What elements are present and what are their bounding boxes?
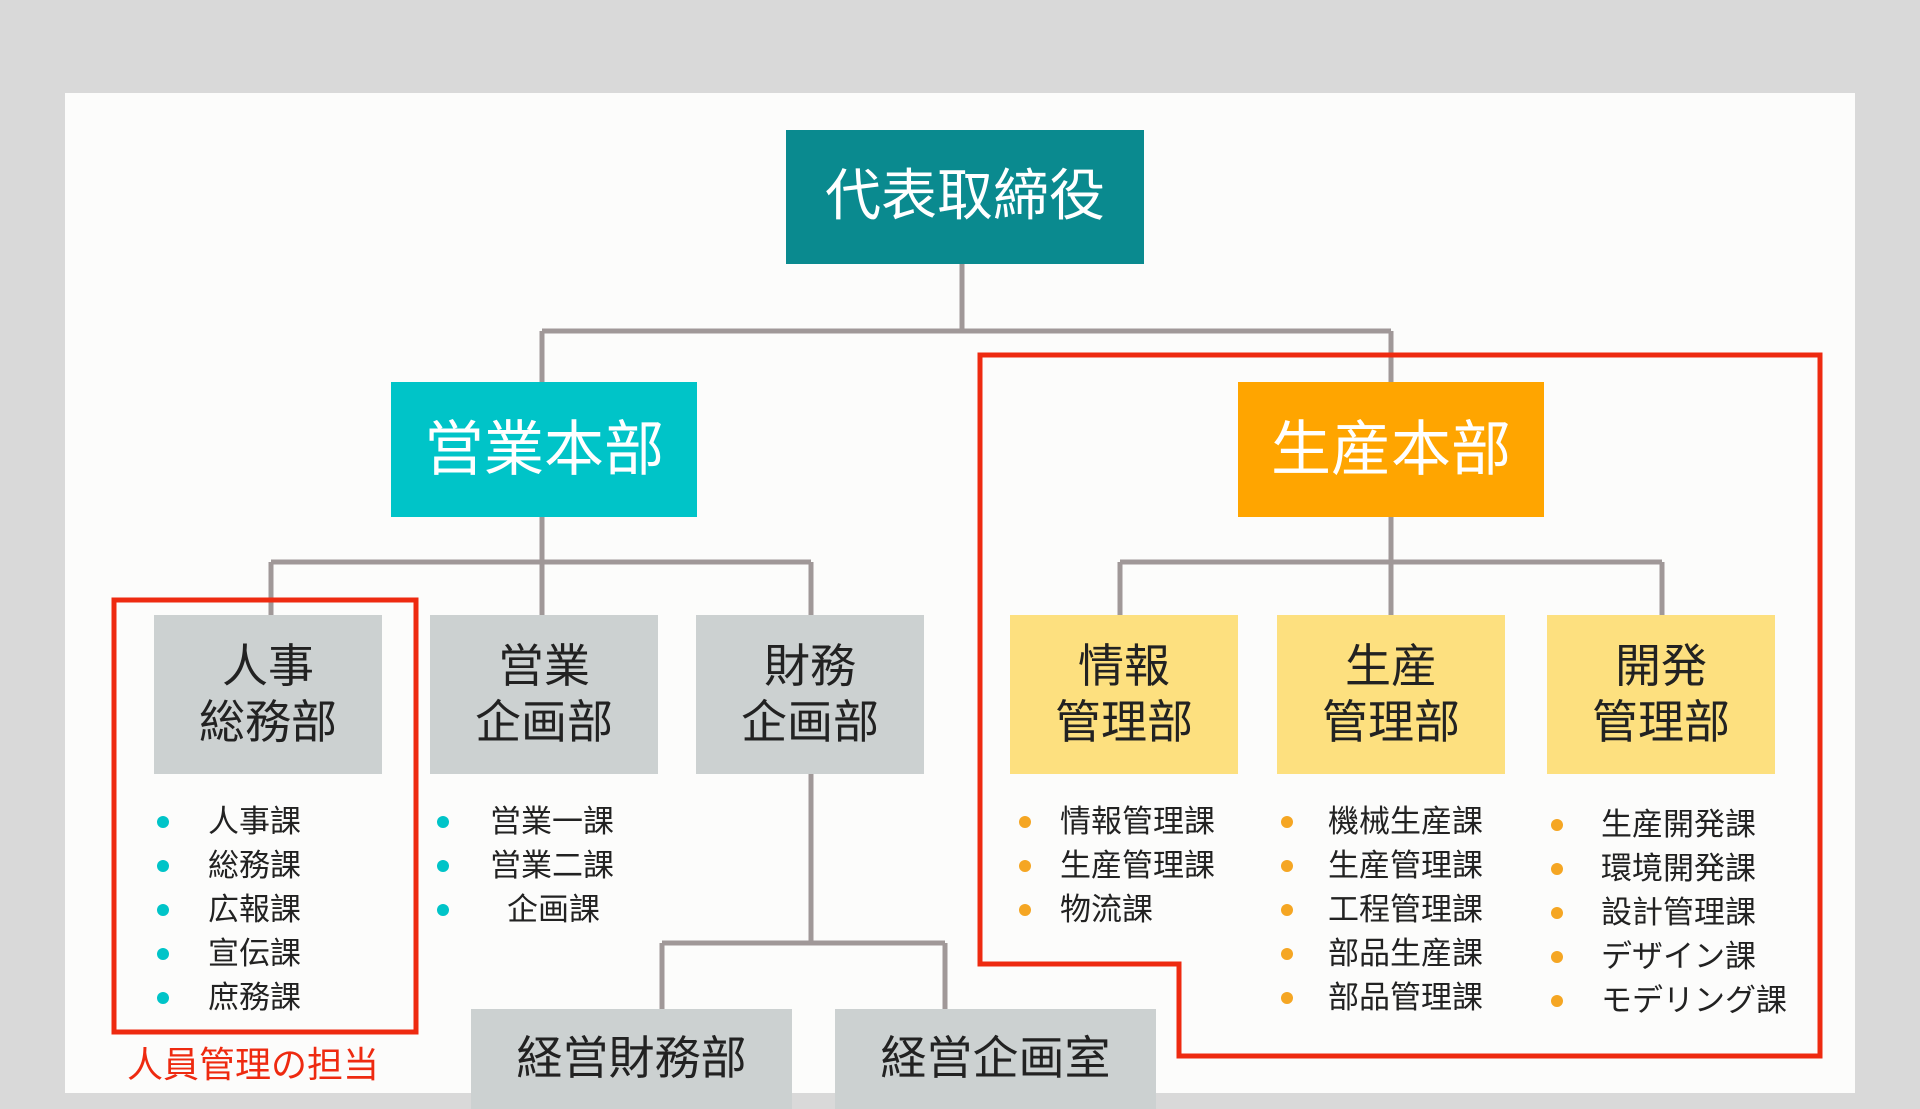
list-item: 機械生産課 xyxy=(1281,800,1483,844)
bullet-icon xyxy=(1019,816,1031,828)
section-label: 企画課 xyxy=(507,892,600,928)
bullet-icon xyxy=(1551,907,1563,919)
management-planning-box: 経営企画室 xyxy=(835,1009,1156,1109)
section-label: 情報管理課 xyxy=(1060,804,1215,840)
section-label: 物流課 xyxy=(1060,892,1153,928)
list-item: 情報管理課 xyxy=(1019,800,1215,844)
dept-label: 情報 xyxy=(1078,639,1170,694)
section-label: 宣伝課 xyxy=(208,936,301,972)
dept-label: 管理部 xyxy=(1055,694,1193,749)
dept-label: 総務部 xyxy=(199,694,337,749)
connector-ceo xyxy=(539,264,1394,382)
bullet-icon xyxy=(157,816,169,828)
section-label: 工程管理課 xyxy=(1328,892,1483,928)
list-item: 企画課 xyxy=(437,888,614,932)
list-item: 生産管理課 xyxy=(1281,844,1483,888)
bullet-icon xyxy=(1281,904,1293,916)
section-label: 人事課 xyxy=(208,804,301,840)
section-label: デザイン課 xyxy=(1601,939,1756,975)
list-item: 総務課 xyxy=(157,844,301,888)
section-label: 広報課 xyxy=(208,892,301,928)
bullet-icon xyxy=(437,816,449,828)
info-mgmt-section-list: 情報管理課 生産管理課 物流課 xyxy=(1019,800,1215,932)
bullet-icon xyxy=(1551,863,1563,875)
section-label: 生産管理課 xyxy=(1328,848,1483,884)
dept-label: 財務 xyxy=(764,639,856,694)
section-label: 機械生産課 xyxy=(1328,804,1483,840)
list-item: 工程管理課 xyxy=(1281,888,1483,932)
sales-planning-section-list: 営業一課 営業二課 企画課 xyxy=(437,800,614,932)
dept-label: 管理部 xyxy=(1592,694,1730,749)
bullet-icon xyxy=(1551,951,1563,963)
sales-planning-dept-box: 営業 企画部 xyxy=(430,615,658,774)
development-mgmt-dept-box: 開発 管理部 xyxy=(1547,615,1775,774)
section-label: 営業一課 xyxy=(490,804,614,840)
hr-annotation-label: 人員管理の担当 xyxy=(127,1045,380,1086)
bullet-icon xyxy=(1281,860,1293,872)
list-item: 宣伝課 xyxy=(157,932,301,976)
section-label: 生産開発課 xyxy=(1601,807,1756,843)
section-label: 生産管理課 xyxy=(1060,848,1215,884)
finance-planning-dept-box: 財務 企画部 xyxy=(696,615,924,774)
dept-label: 人事 xyxy=(222,639,314,694)
bullet-icon xyxy=(437,904,449,916)
list-item: 生産開発課 xyxy=(1551,803,1787,847)
bullet-icon xyxy=(1551,819,1563,831)
hr-section-list: 人事課 総務課 広報課 宣伝課 庶務課 xyxy=(157,800,301,1020)
section-label: 部品管理課 xyxy=(1328,980,1483,1016)
info-mgmt-dept-box: 情報 管理部 xyxy=(1010,615,1238,774)
list-item: 生産管理課 xyxy=(1019,844,1215,888)
section-label: 設計管理課 xyxy=(1601,895,1756,931)
bullet-icon xyxy=(437,860,449,872)
section-label: 環境開発課 xyxy=(1601,851,1756,887)
section-label: 営業二課 xyxy=(490,848,614,884)
connector-production xyxy=(1117,517,1665,615)
section-label: 庶務課 xyxy=(208,980,301,1016)
dept-label: 営業 xyxy=(498,639,590,694)
list-item: 物流課 xyxy=(1019,888,1215,932)
bullet-icon xyxy=(157,904,169,916)
connector-finance xyxy=(659,774,948,1009)
dept-label: 管理部 xyxy=(1322,694,1460,749)
bullet-icon xyxy=(157,860,169,872)
bullet-icon xyxy=(157,992,169,1004)
list-item: 部品管理課 xyxy=(1281,976,1483,1020)
list-item: 営業一課 xyxy=(437,800,614,844)
dept-label: 開発 xyxy=(1615,639,1707,694)
section-label: モデリング課 xyxy=(1601,983,1787,1019)
bullet-icon xyxy=(1019,904,1031,916)
bullet-icon xyxy=(157,948,169,960)
list-item: 設計管理課 xyxy=(1551,891,1787,935)
list-item: 営業二課 xyxy=(437,844,614,888)
bullet-icon xyxy=(1281,816,1293,828)
bullet-icon xyxy=(1551,995,1563,1007)
development-mgmt-section-list: 生産開発課 環境開発課 設計管理課 デザイン課 モデリング課 xyxy=(1551,803,1787,1023)
bullet-icon xyxy=(1281,992,1293,1004)
dept-label: 生産 xyxy=(1345,639,1437,694)
hr-dept-box: 人事 総務部 xyxy=(154,615,382,774)
list-item: 広報課 xyxy=(157,888,301,932)
dept-label: 企画部 xyxy=(475,694,613,749)
highlight-production xyxy=(977,352,1823,1059)
dept-label: 企画部 xyxy=(741,694,879,749)
connector-lines xyxy=(111,264,1823,1059)
section-label: 総務課 xyxy=(208,848,301,884)
list-item: モデリング課 xyxy=(1551,979,1787,1023)
list-item: 人事課 xyxy=(157,800,301,844)
connector-sales xyxy=(268,517,814,615)
section-label: 部品生産課 xyxy=(1328,936,1483,972)
list-item: 環境開発課 xyxy=(1551,847,1787,891)
production-hq-box: 生産本部 xyxy=(1238,382,1544,517)
ceo-box: 代表取締役 xyxy=(786,130,1144,264)
production-mgmt-dept-box: 生産 管理部 xyxy=(1277,615,1505,774)
list-item: 部品生産課 xyxy=(1281,932,1483,976)
list-item: デザイン課 xyxy=(1551,935,1787,979)
management-finance-box: 経営財務部 xyxy=(471,1009,792,1109)
bullet-icon xyxy=(1019,860,1031,872)
sales-hq-box: 営業本部 xyxy=(391,382,697,517)
production-mgmt-section-list: 機械生産課 生産管理課 工程管理課 部品生産課 部品管理課 xyxy=(1281,800,1483,1020)
bullet-icon xyxy=(1281,948,1293,960)
list-item: 庶務課 xyxy=(157,976,301,1020)
highlight-hr xyxy=(111,597,419,1035)
